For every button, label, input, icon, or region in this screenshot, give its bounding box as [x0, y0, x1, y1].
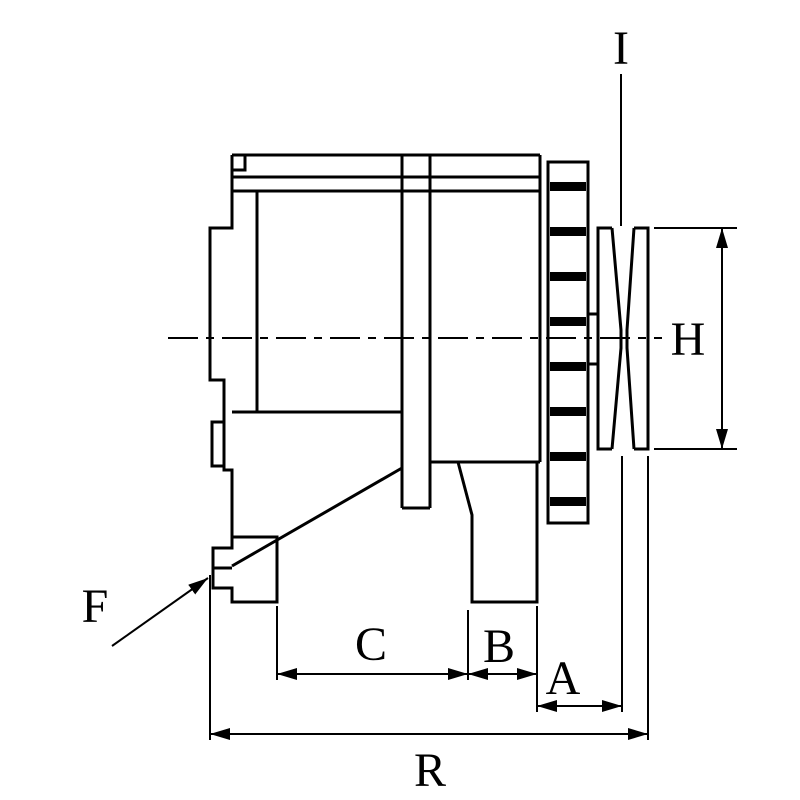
label-b: B	[483, 620, 515, 673]
label-h: H	[671, 313, 706, 366]
pulley	[588, 226, 650, 451]
pulley-shaft-spacer	[588, 312, 598, 366]
f-leader-arrow	[111, 577, 209, 647]
dimension-lines	[111, 74, 728, 740]
extension-lines	[209, 227, 737, 740]
label-r: R	[414, 744, 446, 797]
pulley-groove-left-wall	[610, 227, 623, 450]
top-left-notch	[232, 155, 247, 172]
label-f: F	[82, 580, 109, 633]
pulley-groove-right-wall	[625, 227, 636, 450]
label-a: A	[546, 652, 581, 705]
fan-ribs	[546, 160, 590, 525]
label-i: I	[613, 22, 629, 75]
label-c: C	[355, 618, 387, 671]
front-foot	[456, 461, 539, 604]
support-diagonal	[231, 466, 403, 568]
through-bolt	[400, 155, 432, 510]
side-boss	[210, 420, 224, 468]
alternator-housing	[208, 153, 542, 604]
dimension-labels: I H F C B A R	[82, 22, 706, 797]
